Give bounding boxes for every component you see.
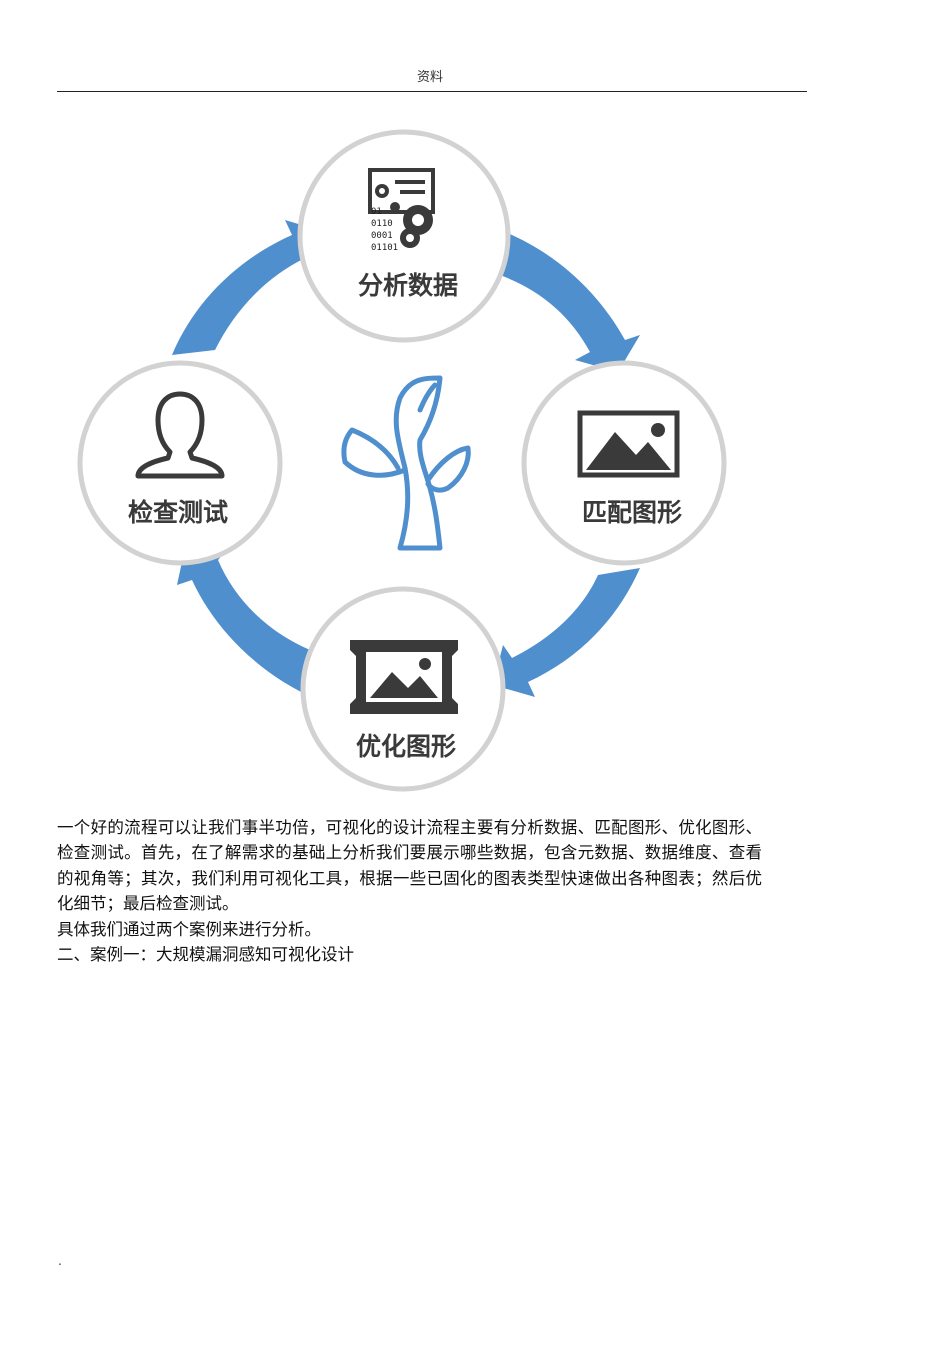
node-label-analyze-data: 分析数据 xyxy=(358,271,458,300)
code-line-4: 01101 xyxy=(371,243,398,253)
code-line-2: 0110 xyxy=(371,219,393,229)
body-content: 一个好的流程可以让我们事半功倍，可视化的设计流程主要有分析数据、匹配图形、优化图… xyxy=(57,815,762,967)
arrow-top-to-right xyxy=(500,232,640,372)
header-rule xyxy=(57,91,807,92)
framed-picture-icon xyxy=(350,640,458,714)
section-heading: 二、案例一：大规模漏洞感知可视化设计 xyxy=(57,945,354,965)
node-label-match-graphics: 匹配图形 xyxy=(582,498,682,527)
node-check-test: 检查测试 xyxy=(77,360,283,566)
code-line-1: 01 xyxy=(371,207,382,217)
picture-icon xyxy=(577,410,680,478)
cycle-arrows xyxy=(172,220,640,700)
arrow-right-to-bottom xyxy=(493,568,640,697)
arrow-left-to-top xyxy=(172,220,325,355)
sprout-icon xyxy=(341,375,471,551)
node-match-graphics: 匹配图形 xyxy=(521,360,727,566)
paragraph-cases: 具体我们通过两个案例来进行分析。 xyxy=(57,919,321,939)
node-label-check-test: 检查测试 xyxy=(128,498,228,527)
node-optimize-graphics: 优化图形 xyxy=(300,586,506,792)
person-icon xyxy=(135,391,225,479)
footer-mark: . xyxy=(58,1254,62,1268)
arrow-bottom-to-left xyxy=(177,548,318,700)
data-analysis-icon: 01 0110 0001 01101 xyxy=(368,168,435,253)
code-line-3: 0001 xyxy=(371,231,393,241)
process-cycle-diagram: 01 0110 0001 01101 分析数据 匹配图形 优化图形 xyxy=(77,129,727,792)
paragraph-intro: 一个好的流程可以让我们事半功倍，可视化的设计流程主要有分析数据、匹配图形、优化图… xyxy=(57,818,762,914)
node-label-optimize-graphics: 优化图形 xyxy=(356,732,456,761)
node-analyze-data: 01 0110 0001 01101 分析数据 xyxy=(297,129,511,343)
page-header: 资料 xyxy=(416,70,443,85)
